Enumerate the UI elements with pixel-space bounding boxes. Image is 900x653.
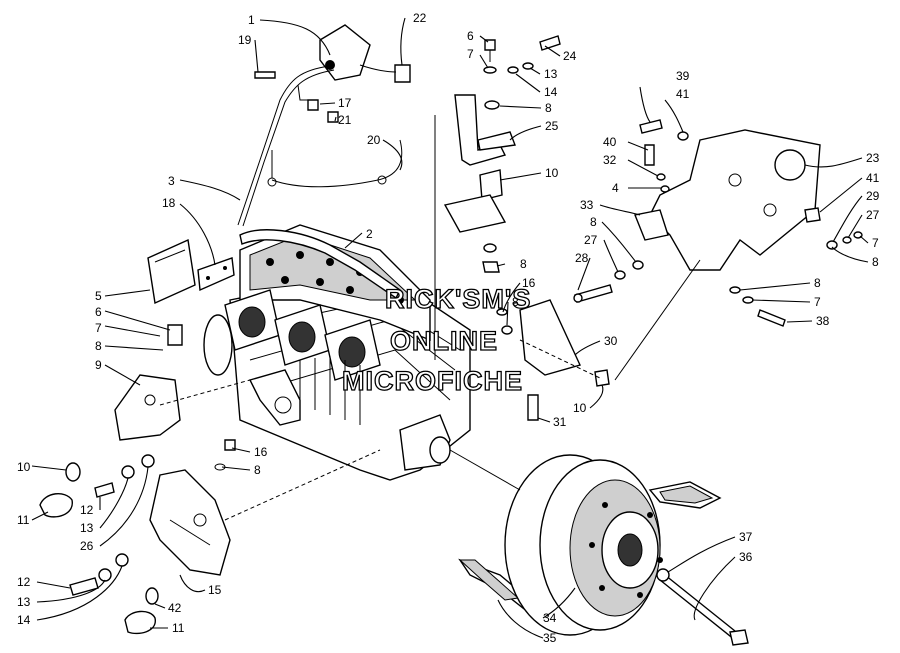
callout-8-center-a: 8 [545,101,552,115]
callout-2: 2 [366,227,373,241]
callout-8-right-c: 8 [814,276,821,290]
callout-14-center: 14 [544,85,558,99]
callout-24: 24 [563,49,577,63]
callout-8-center-c: 8 [512,295,519,309]
callout-29: 29 [866,189,880,203]
callout-13-top: 13 [80,521,94,535]
callout-41-right: 41 [866,171,880,185]
callout-25: 25 [545,119,559,133]
callout-labels: 1 19 22 17 21 20 3 18 2 5 6 7 8 9 10 11 … [17,11,880,645]
callout-10-lower: 10 [573,401,587,415]
watermark: RICK'SM'S ONLINE MICROFICHE [341,283,531,396]
watermark-line-1: RICK'SM'S [385,284,531,314]
callout-28: 28 [575,251,589,265]
callout-8-left: 8 [95,339,102,353]
front-mount-bracket [39,324,183,518]
callout-30: 30 [604,334,618,348]
clutch-assembly [449,449,749,646]
callout-33: 33 [580,198,594,212]
callout-19: 19 [238,33,252,47]
watermark-line-3: MICROFICHE [342,366,523,396]
callout-8-mid: 8 [254,463,261,477]
callout-26: 26 [80,539,94,553]
callout-35: 35 [543,631,557,645]
callout-3: 3 [168,174,175,188]
callout-11-top: 11 [17,513,30,527]
callout-1: 1 [248,13,255,27]
callout-22: 22 [413,11,427,25]
callout-18: 18 [162,196,176,210]
callout-13-bottom: 13 [17,595,31,609]
callout-15: 15 [208,583,222,597]
callout-16-left: 16 [254,445,268,459]
callout-10-left: 10 [17,460,31,474]
rear-mount-bracket [69,439,236,635]
callout-39: 39 [676,69,690,83]
wiring-harness [237,24,411,227]
callout-6-top: 6 [467,29,474,43]
callout-11-bottom: 11 [172,621,185,635]
watermark-line-2: ONLINE [390,326,498,356]
callout-20: 20 [367,133,381,147]
callout-36: 36 [739,550,753,564]
callout-38: 38 [816,314,830,328]
engine-assembly [203,224,471,481]
callout-5: 5 [95,289,102,303]
callout-8-right-a: 8 [590,215,597,229]
callout-31: 31 [553,415,567,429]
callout-40: 40 [603,135,617,149]
callout-37: 37 [739,530,753,544]
callout-41-top: 41 [676,87,690,101]
callout-12-top: 12 [80,503,94,517]
upper-engine-mount [434,35,610,421]
callout-21: 21 [338,113,352,127]
callout-9: 9 [95,358,102,372]
callout-8-center-b: 8 [520,257,527,271]
callout-leaders [31,17,869,639]
callout-4: 4 [612,181,619,195]
callout-14-left: 14 [17,613,31,627]
callout-6-left: 6 [95,305,102,319]
callout-17: 17 [338,96,352,110]
callout-13-center: 13 [544,67,558,81]
callout-12-bottom: 12 [17,575,31,589]
callout-32: 32 [603,153,617,167]
callout-7-right-b: 7 [814,295,821,309]
callout-7-left: 7 [95,321,102,335]
callout-42: 42 [168,601,182,615]
callout-23: 23 [866,151,880,165]
assembly-lines [159,339,601,521]
callout-10-center: 10 [545,166,559,180]
callout-16-center: 16 [522,276,536,290]
callout-34: 34 [543,611,557,625]
decal-and-plate [147,238,235,305]
callout-7-top: 7 [467,47,474,61]
callout-8-right-b: 8 [872,255,879,269]
callout-7-right: 7 [872,236,879,250]
callout-27-left: 27 [584,233,598,247]
callout-27-right: 27 [866,208,880,222]
